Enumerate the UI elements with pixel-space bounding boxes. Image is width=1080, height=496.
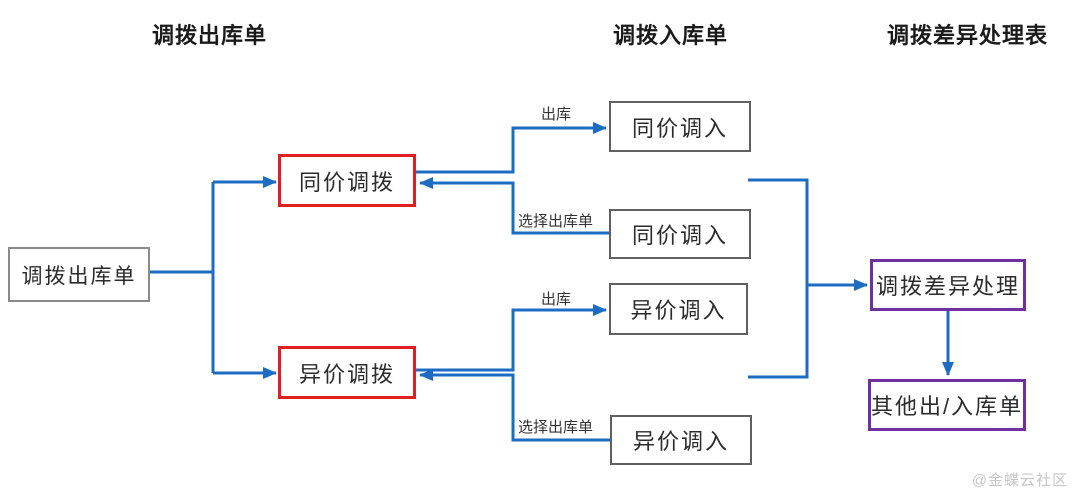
column-header-outbound: 调拨出库单 [152,23,268,48]
node-same-price-in-top: 同价调入 [609,101,751,152]
edge-source-split [150,182,215,373]
node-same-price-transfer: 同价调拨 [278,154,416,207]
node-transfer-outbound-order: 调拨出库单 [8,247,150,302]
watermark: @金蝶云社区 [971,472,1068,489]
node-diff-price-in-bottom: 异价调入 [610,415,752,465]
edge-same-outbound [415,122,607,174]
node-diff-price-in-top: 异价调入 [609,283,748,335]
node-same-price-in-bottom: 同价调入 [609,209,751,259]
column-header-inbound: 调拨入库单 [613,23,729,48]
node-diff-price-transfer: 异价调拨 [278,346,416,399]
node-diff-handling: 调拨差异处理 [870,259,1026,311]
edge-collector [748,178,809,379]
edge-label-same-select: 选择出库单 [518,213,594,230]
edge-label-diff-outbound: 出库 [541,291,572,308]
edge-label-same-outbound: 出库 [541,106,572,123]
edge-label-diff-select: 选择出库单 [518,419,594,436]
column-header-difference: 调拨差异处理表 [887,23,1049,48]
node-other-in-out-order: 其他出/入库单 [868,379,1026,431]
edge-diff-outbound [415,304,607,372]
edge-diff-select [419,369,610,442]
edge-same-select [419,177,609,235]
